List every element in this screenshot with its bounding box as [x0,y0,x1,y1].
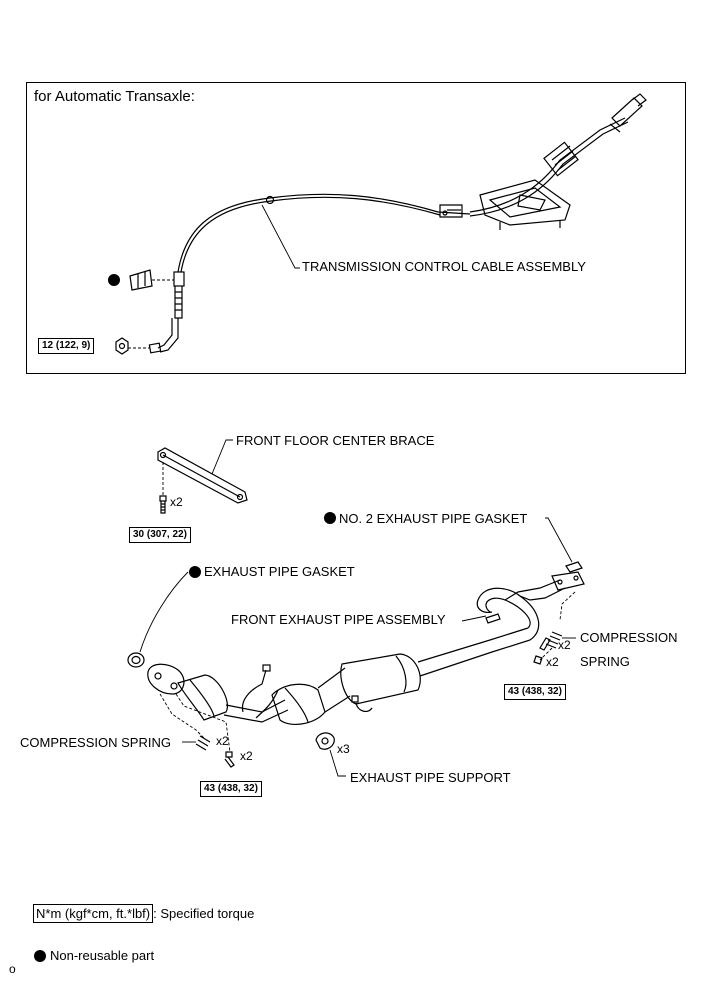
front-exhaust-pipe-assembly [147,571,585,726]
legend-torque-box: N*m (kgf*cm, ft.*lbf) [33,904,154,923]
gasket-label: EXHAUST PIPE GASKET [204,564,355,579]
cable-assembly-label: TRANSMISSION CONTROL CABLE ASSEMBLY [302,259,586,274]
transmission-control-cable [115,93,647,355]
left-compression-spring [195,735,211,751]
torque-box-left: 43 (438, 32) [200,781,262,797]
panel-title: for Automatic Transaxle: [34,88,195,105]
compression-spring-right-label-2: SPRING [580,654,630,669]
right-bolt-qty: x2 [546,655,559,669]
right-bolt [533,637,551,665]
legend-torque: N*m (kgf*cm, ft.*lbf): Specified torque [33,904,255,923]
compression-spring-right-label-1: COMPRESSION [580,630,678,645]
legend-nonreusable-text: Non-reusable part [50,948,155,963]
brace-qty: x2 [170,495,183,509]
front-floor-center-brace [157,447,248,504]
exhaust-support-label: EXHAUST PIPE SUPPORT [350,770,511,785]
automatic-transaxle-panel [26,82,686,374]
right-spring-qty: x2 [558,638,571,652]
support-qty: x3 [337,742,350,756]
left-bolt [224,751,235,768]
left-bolt-qty: x2 [240,749,253,763]
front-pipe-label: FRONT EXHAUST PIPE ASSEMBLY [231,612,446,627]
page-mark: o [9,962,16,976]
exhaust-pipe-support [315,732,335,750]
no2-gasket-label: NO. 2 EXHAUST PIPE GASKET [339,511,528,526]
left-spring-qty: x2 [216,734,229,748]
torque-box-cable: 12 (122, 9) [38,338,95,354]
legend-nonreusable-dot [34,950,46,962]
nonreusable-dot [324,512,336,524]
right-compression-spring [545,631,563,649]
brace-label: FRONT FLOOR CENTER BRACE [236,433,435,448]
torque-box-right: 43 (438, 32) [504,684,566,700]
legend-torque-text: : Specified torque [153,906,255,921]
nonreusable-dot [108,274,120,286]
nonreusable-dot [189,566,201,578]
compression-spring-left-label: COMPRESSION SPRING [20,735,171,750]
torque-box-brace: 30 (307, 22) [129,527,191,543]
